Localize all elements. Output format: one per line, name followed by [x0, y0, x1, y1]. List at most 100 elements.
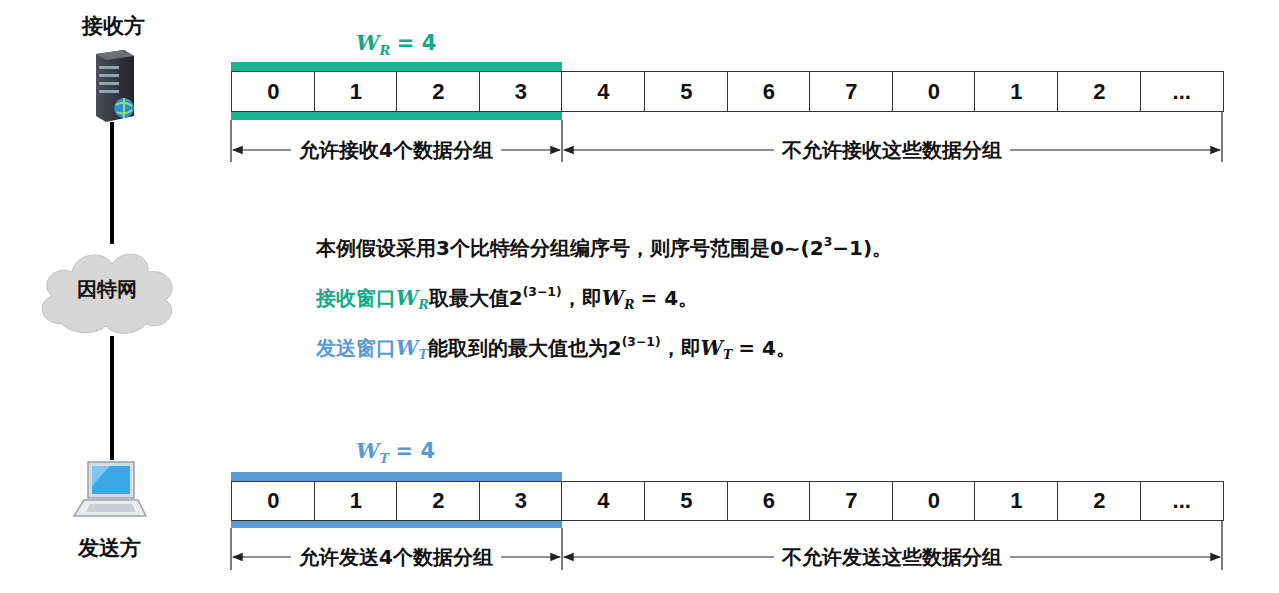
label-text: = 4。	[738, 336, 796, 360]
label-text: ，即	[661, 336, 701, 360]
label-text: 不允许接收这些数据分组	[782, 138, 1002, 162]
sequence-number: 2	[1093, 79, 1105, 105]
sequence-cell: 1	[314, 481, 398, 521]
sequence-number: 1	[1010, 488, 1022, 514]
sequence-cell: 3	[479, 481, 563, 521]
label-text: = 4	[396, 439, 436, 463]
sequence-cell: 6	[727, 481, 811, 521]
node-label: 接收方	[82, 12, 145, 40]
label-text: 允许接收4个数据分组	[299, 138, 493, 162]
network-link	[110, 122, 114, 244]
subscript: R	[624, 297, 634, 312]
laptop-node: 发送方	[70, 460, 148, 522]
range-label: 允许接收4个数据分组	[291, 137, 501, 164]
label-text: 接收窗口	[316, 286, 396, 310]
math-symbol: W	[396, 336, 418, 360]
network-link	[110, 336, 114, 460]
sequence-number: 3	[515, 488, 527, 514]
sequence-number: 4	[597, 488, 609, 514]
window-size: WT = 4	[356, 438, 435, 466]
sequence-cell: 5	[644, 481, 729, 521]
subscript: T	[380, 451, 390, 466]
sequence-number: 0	[267, 488, 279, 514]
node-label: 因特网	[32, 276, 182, 303]
sequence-cell: 0	[231, 71, 316, 112]
sequence-number: 1	[1010, 79, 1022, 105]
sequence-number: 5	[680, 79, 692, 105]
sequence-cell: 2	[1057, 71, 1142, 112]
superscript: (3−1)	[622, 334, 661, 349]
sequence-number: 5	[680, 488, 692, 514]
sequence-cell: ...	[1140, 71, 1224, 112]
sequence-number: 7	[845, 79, 857, 105]
sequence-cell: 5	[644, 71, 729, 112]
laptop-icon	[70, 460, 148, 522]
window-bar	[231, 472, 562, 481]
note-line: 本例假设采用3个比特给分组编序号，则序号范围是0~(23−1)。	[316, 234, 892, 262]
sequence-number: ...	[1173, 79, 1191, 105]
label-text: −1)。	[832, 236, 892, 260]
sequence-cell: 0	[892, 71, 976, 112]
note-line: 接收窗口WR取最大值2(3−1)，即WR= 4。	[316, 284, 698, 312]
server-node: 接收方	[90, 50, 136, 122]
sequence-number: 2	[432, 488, 444, 514]
label-text: 不允许发送这些数据分组	[782, 545, 1002, 569]
sequence-cell: 7	[809, 481, 894, 521]
label-text: = 4。	[640, 286, 698, 310]
superscript: (3−1)	[523, 284, 562, 299]
math-symbol: W	[396, 286, 418, 310]
range-label: 允许发送4个数据分组	[291, 544, 501, 571]
server-icon	[90, 50, 136, 122]
sequence-cell: 3	[479, 71, 563, 112]
sequence-number: 1	[350, 79, 362, 105]
sequence-number: 2	[1093, 488, 1105, 514]
range-label: 不允许接收这些数据分组	[774, 137, 1010, 164]
sequence-number: 4	[597, 79, 609, 105]
sequence-cell: 6	[727, 71, 811, 112]
sequence-cell: 7	[809, 71, 894, 112]
subscript: R	[380, 43, 391, 58]
sequence-number: 6	[763, 488, 775, 514]
label-text: 允许发送4个数据分组	[299, 545, 493, 569]
cloud-node: 因特网	[32, 244, 182, 336]
window-bar	[231, 520, 562, 528]
label-text: 取最大值2	[429, 286, 523, 310]
label-text: = 4	[397, 31, 437, 55]
sequence-cell: ...	[1140, 481, 1224, 521]
sequence-number: 1	[350, 488, 362, 514]
sequence-cell: 2	[1057, 481, 1142, 521]
range-label: 不允许发送这些数据分组	[774, 544, 1010, 571]
sequence-cell: 1	[314, 71, 398, 112]
subscript: R	[418, 297, 428, 312]
label-text: ，即	[562, 286, 602, 310]
sequence-cell: 0	[231, 481, 316, 521]
dimension-arrows	[231, 112, 1222, 570]
sequence-number: 2	[432, 79, 444, 105]
sequence-cell: 4	[561, 481, 646, 521]
node-label: 发送方	[78, 534, 141, 562]
window-bar	[231, 62, 562, 71]
sequence-number: 0	[928, 488, 940, 514]
sequence-number: 0	[928, 79, 940, 105]
subscript: T	[418, 347, 427, 362]
sequence-number: ...	[1173, 488, 1191, 514]
sequence-number: 3	[515, 79, 527, 105]
sequence-cell: 1	[974, 71, 1059, 112]
math-symbol: W	[701, 336, 723, 360]
math-symbol: W	[356, 438, 380, 463]
label-text: 能取到的最大值也为2	[428, 336, 622, 360]
superscript: 3	[824, 234, 833, 249]
sequence-number: 0	[267, 79, 279, 105]
sequence-cell: 2	[396, 481, 481, 521]
subscript: T	[723, 347, 732, 362]
label-text: 本例假设采用3个比特给分组编序号，则序号范围是0~(2	[316, 236, 824, 260]
sequence-number: 6	[763, 79, 775, 105]
window-size: WR= 4	[356, 30, 436, 58]
math-symbol: W	[602, 286, 624, 310]
label-text: 发送窗口	[316, 336, 396, 360]
note-line: 发送窗口WT能取到的最大值也为2(3−1)，即WT= 4。	[316, 334, 796, 362]
sequence-cell: 2	[396, 71, 481, 112]
sequence-number: 7	[845, 488, 857, 514]
sequence-cell: 0	[892, 481, 976, 521]
